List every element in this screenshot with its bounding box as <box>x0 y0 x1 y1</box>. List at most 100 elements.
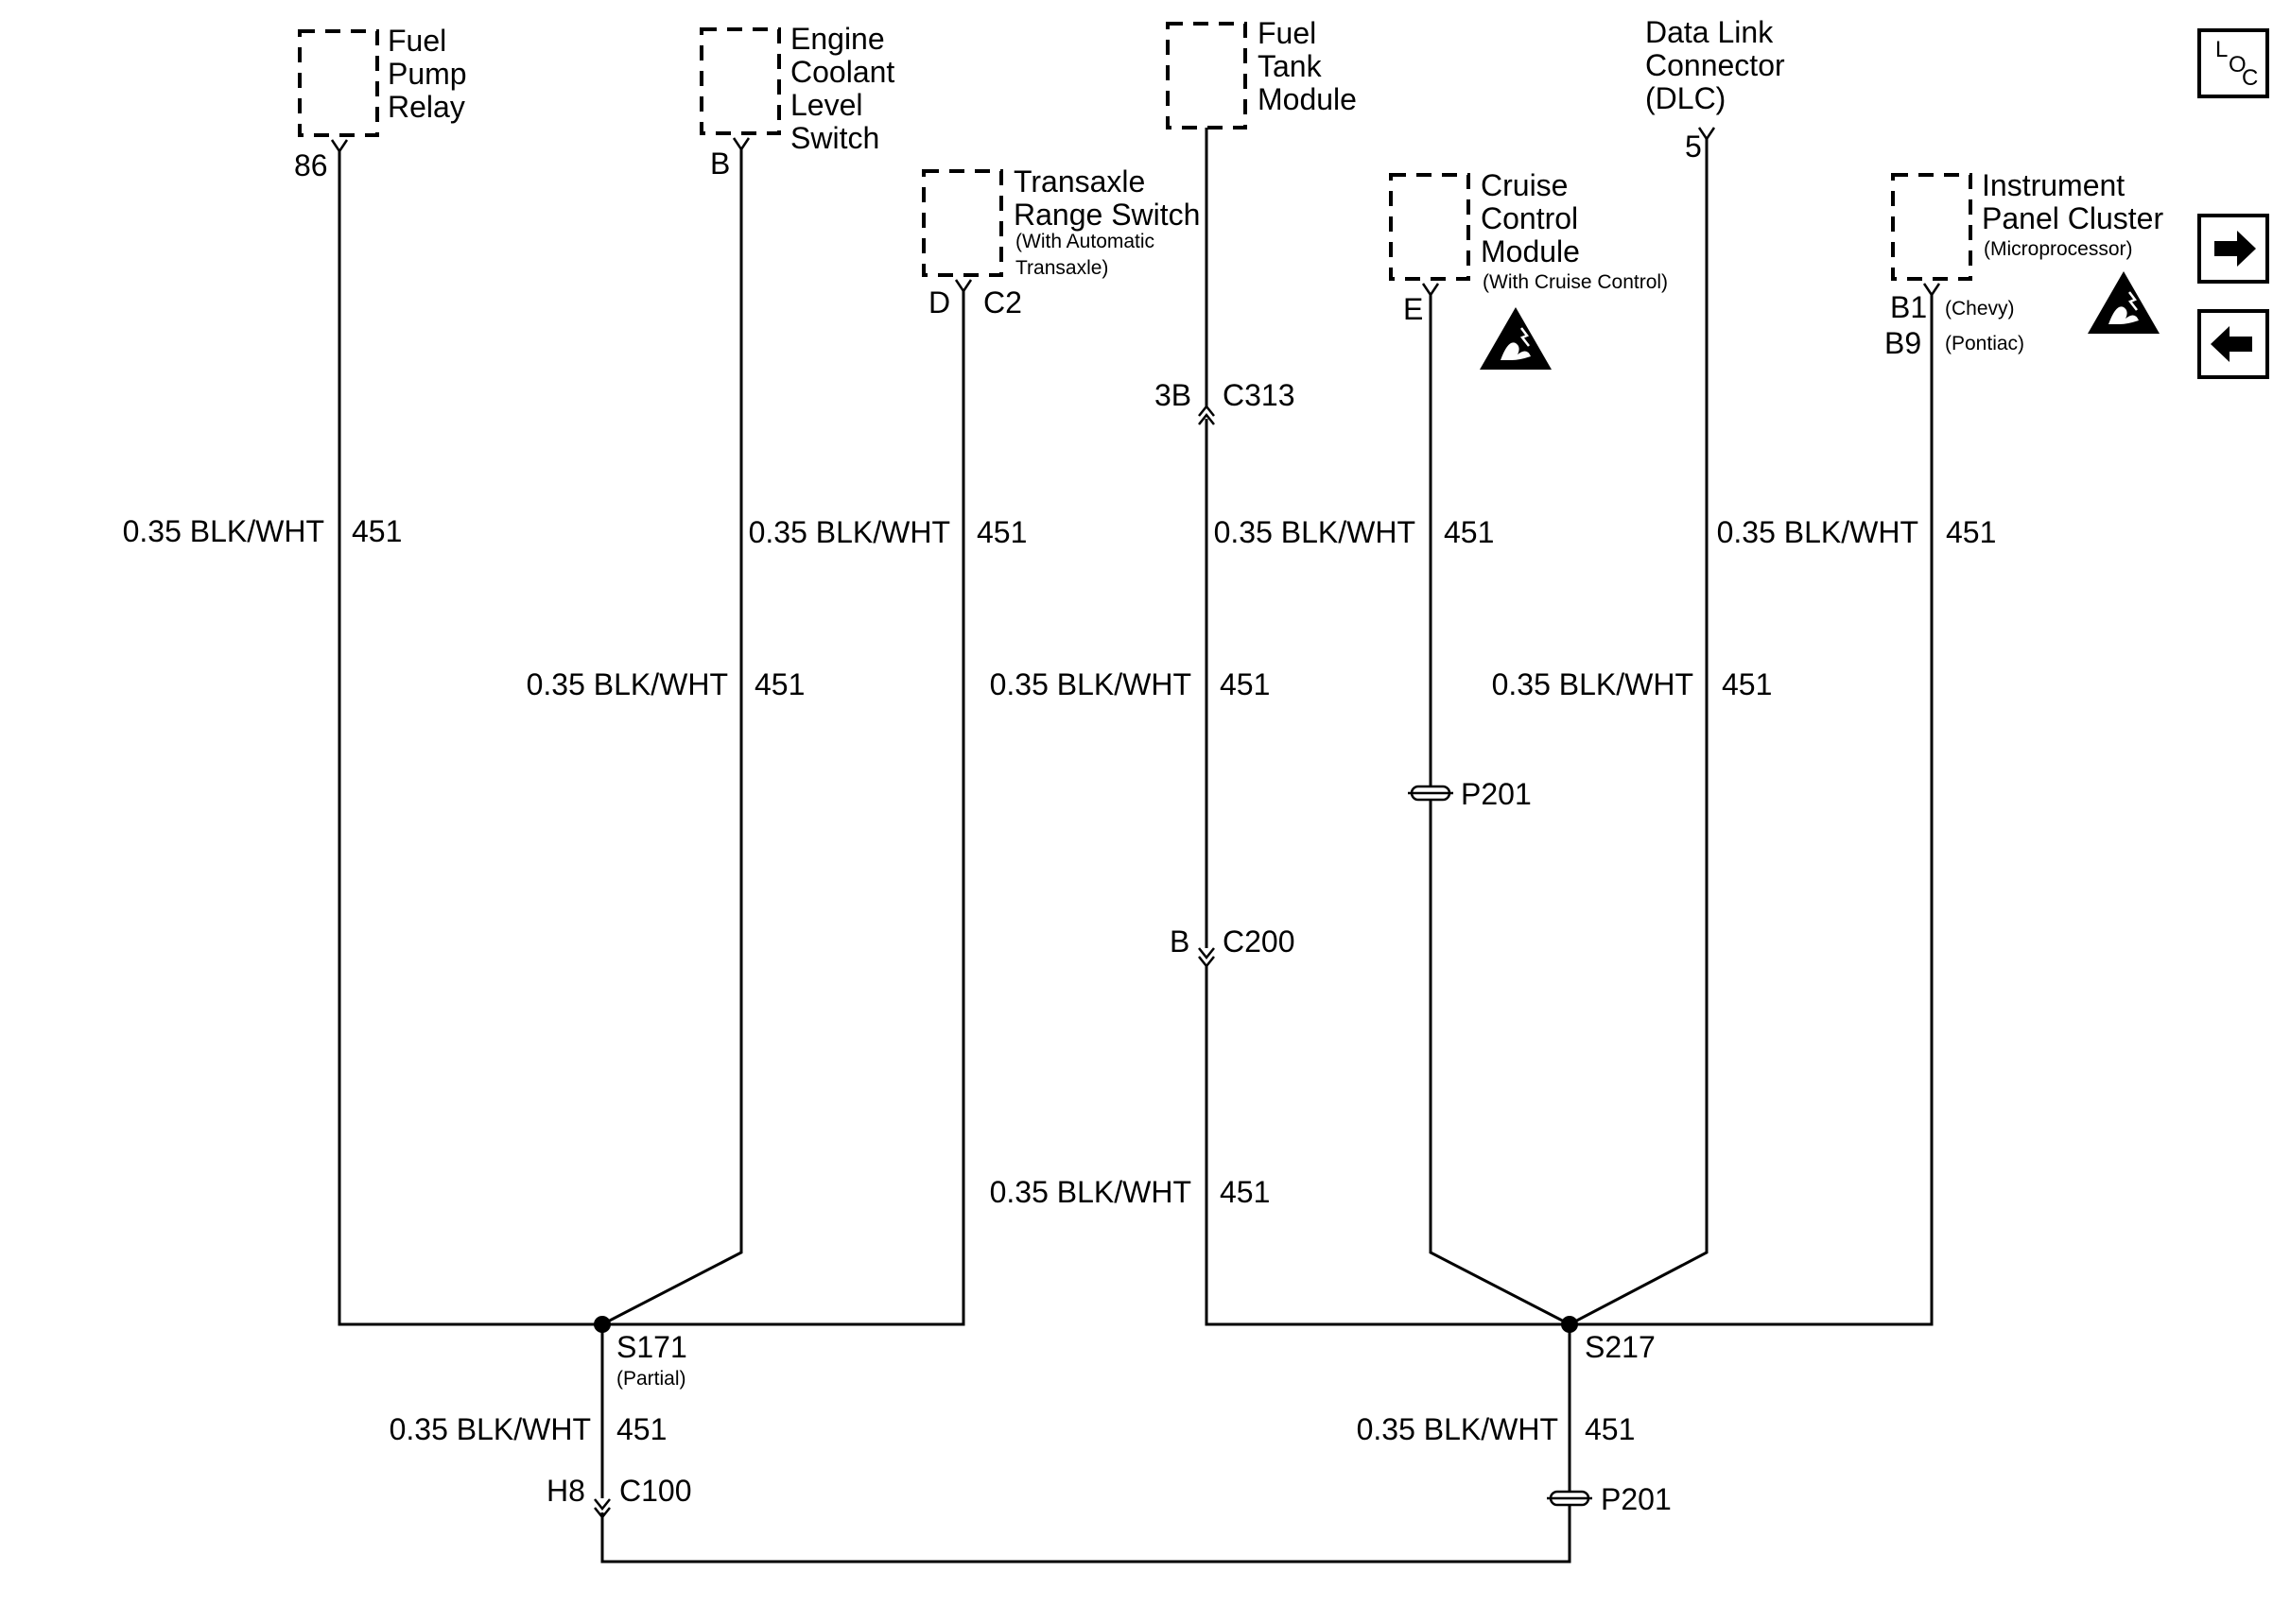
splices: S171 (Partial) S217 <box>594 1316 1656 1390</box>
coolant-switch-label-3: Level <box>790 88 863 122</box>
esd-warning-icon <box>1480 307 1552 370</box>
fuel-tank-box <box>1166 22 1247 130</box>
trs-note-1: (With Automatic <box>1015 231 1154 252</box>
next-page-button[interactable] <box>2197 214 2269 284</box>
wire-label-circuit-9: 451 <box>616 1412 667 1446</box>
cruise-note: (With Cruise Control) <box>1483 271 1668 293</box>
cruise-pin: E <box>1403 292 1423 326</box>
fuel-pump-relay-label-3: Relay <box>388 90 465 124</box>
connector-p201-cruise-label: P201 <box>1461 777 1532 811</box>
fuel-tank-label-1: Fuel <box>1258 16 1316 50</box>
dlc-label-3: (DLC) <box>1645 81 1726 115</box>
connector-c100-pin: H8 <box>547 1474 585 1508</box>
wire-label-size-2: 0.35 BLK/WHT <box>527 667 728 701</box>
wire-label-size-6: 0.35 BLK/WHT <box>1214 515 1415 549</box>
splice-s217-label: S217 <box>1585 1330 1656 1364</box>
wire-bottom-ground-link <box>600 1512 1571 1564</box>
connector-p201-lower-label: P201 <box>1601 1482 1672 1516</box>
esd-triangle-ipc <box>2088 271 2160 334</box>
esd-triangle-cruise <box>1480 307 1552 370</box>
wire-label-circuit-1: 451 <box>352 514 402 548</box>
prev-arrow-icon <box>2211 326 2252 362</box>
engine-coolant-level-switch[interactable]: Engine Coolant Level Switch B <box>700 22 894 181</box>
trs-pin-c2: C2 <box>983 285 1022 320</box>
wire-label-size-7: 0.35 BLK/WHT <box>1492 667 1693 701</box>
coolant-switch-label-2: Coolant <box>790 55 894 89</box>
ipc-pin-b1: B1 <box>1890 290 1927 324</box>
splice-s171-dot <box>594 1316 611 1333</box>
wire-label-circuit-6: 451 <box>1444 515 1494 549</box>
pin-terminal-fuel-pump <box>330 139 349 154</box>
wire-label-size-3: 0.35 BLK/WHT <box>749 515 950 549</box>
wire-label-circuit-8: 451 <box>1946 515 1996 549</box>
wires <box>338 128 1934 1564</box>
connector-c200-pin: B <box>1170 924 1189 959</box>
loc-letter-l: L <box>2215 37 2228 62</box>
wire-ipc <box>1570 295 1934 1326</box>
trs-label-2: Range Switch <box>1014 198 1200 232</box>
coolant-switch-label-4: Switch <box>790 121 879 155</box>
splice-s217-dot <box>1561 1316 1578 1333</box>
loc-letter-o: O <box>2229 52 2247 78</box>
cruise-box <box>1389 173 1470 281</box>
pin-terminal-trs <box>954 279 973 294</box>
loc-button[interactable]: L O C <box>2197 28 2269 98</box>
prev-page-button[interactable] <box>2197 309 2269 379</box>
connectors: 3B C313 B C200 H8 C100 P201 P201 <box>547 378 1672 1520</box>
coolant-switch-pin: B <box>710 147 730 181</box>
fuel-pump-relay-label-2: Pump <box>388 57 467 91</box>
connector-c313-symbol <box>1198 404 1215 425</box>
fuel-tank-label-2: Tank <box>1258 49 1323 83</box>
ipc-label-1: Instrument <box>1982 168 2125 202</box>
wire-label-circuit-2: 451 <box>755 667 805 701</box>
wire-label-circuit-5: 451 <box>1220 1175 1270 1209</box>
wire-labels: 0.35 BLK/WHT 451 0.35 BLK/WHT 451 0.35 B… <box>123 514 1997 1446</box>
wire-cruise-lower <box>1429 799 1570 1326</box>
wire-label-size-9: 0.35 BLK/WHT <box>390 1412 591 1446</box>
fuel-tank-label-3: Module <box>1258 82 1357 116</box>
wire-fuel-pump-relay <box>338 151 602 1326</box>
transaxle-range-switch[interactable]: Transaxle Range Switch (With Automatic T… <box>922 164 1200 320</box>
cruise-control-module[interactable]: Cruise Control Module (With Cruise Contr… <box>1389 168 1668 326</box>
fuel-tank-module[interactable]: Fuel Tank Module <box>1166 16 1357 130</box>
connector-c313-label: C313 <box>1223 378 1295 412</box>
trs-label-1: Transaxle <box>1014 164 1145 199</box>
ipc-label-2: Panel Cluster <box>1982 201 2163 235</box>
wire-label-size-10: 0.35 BLK/WHT <box>1357 1412 1558 1446</box>
trs-pin-d: D <box>928 285 950 320</box>
wire-label-circuit-7: 451 <box>1722 667 1772 701</box>
wire-label-circuit-3: 451 <box>977 515 1027 549</box>
ipc-box <box>1891 173 1972 281</box>
cruise-label-2: Control <box>1481 201 1578 235</box>
wire-label-size-5: 0.35 BLK/WHT <box>990 1175 1191 1209</box>
wire-label-size-4: 0.35 BLK/WHT <box>990 667 1191 701</box>
connector-p201-lower: P201 <box>1547 1482 1672 1516</box>
esd-hand-ipc <box>2108 306 2139 324</box>
splice-s171-note: (Partial) <box>616 1368 686 1390</box>
esd-spark-cruise <box>1519 327 1530 347</box>
instrument-panel-cluster[interactable]: Instrument Panel Cluster (Microprocessor… <box>1884 168 2163 360</box>
esd-spark-ipc <box>2127 291 2138 311</box>
trs-box <box>922 169 1003 277</box>
wire-dlc <box>1569 139 1709 1326</box>
dlc-pin: 5 <box>1685 130 1702 164</box>
connector-c313-pin: 3B <box>1154 378 1191 412</box>
cruise-label-1: Cruise <box>1481 168 1568 202</box>
connector-c200-symbol <box>1198 947 1215 969</box>
pin-terminal-coolant <box>732 137 751 152</box>
wire-label-circuit-4: 451 <box>1220 667 1270 701</box>
ipc-note: (Microprocessor) <box>1984 238 2133 260</box>
wire-label-size-1: 0.35 BLK/WHT <box>123 514 324 548</box>
wire-coolant-switch <box>601 149 743 1326</box>
fuel-pump-relay[interactable]: Fuel Pump Relay 86 <box>294 24 467 182</box>
coolant-switch-box <box>700 27 781 135</box>
dlc-label-1: Data Link <box>1645 15 1774 49</box>
connector-c100-label: C100 <box>619 1474 692 1508</box>
data-link-connector[interactable]: Data Link Connector (DLC) 5 <box>1645 15 1785 164</box>
connector-p201-cruise: P201 <box>1408 777 1532 811</box>
wire-label-size-8: 0.35 BLK/WHT <box>1717 515 1918 549</box>
splice-s171-label: S171 <box>616 1330 687 1364</box>
ipc-chevy-note: (Chevy) <box>1945 298 2015 320</box>
